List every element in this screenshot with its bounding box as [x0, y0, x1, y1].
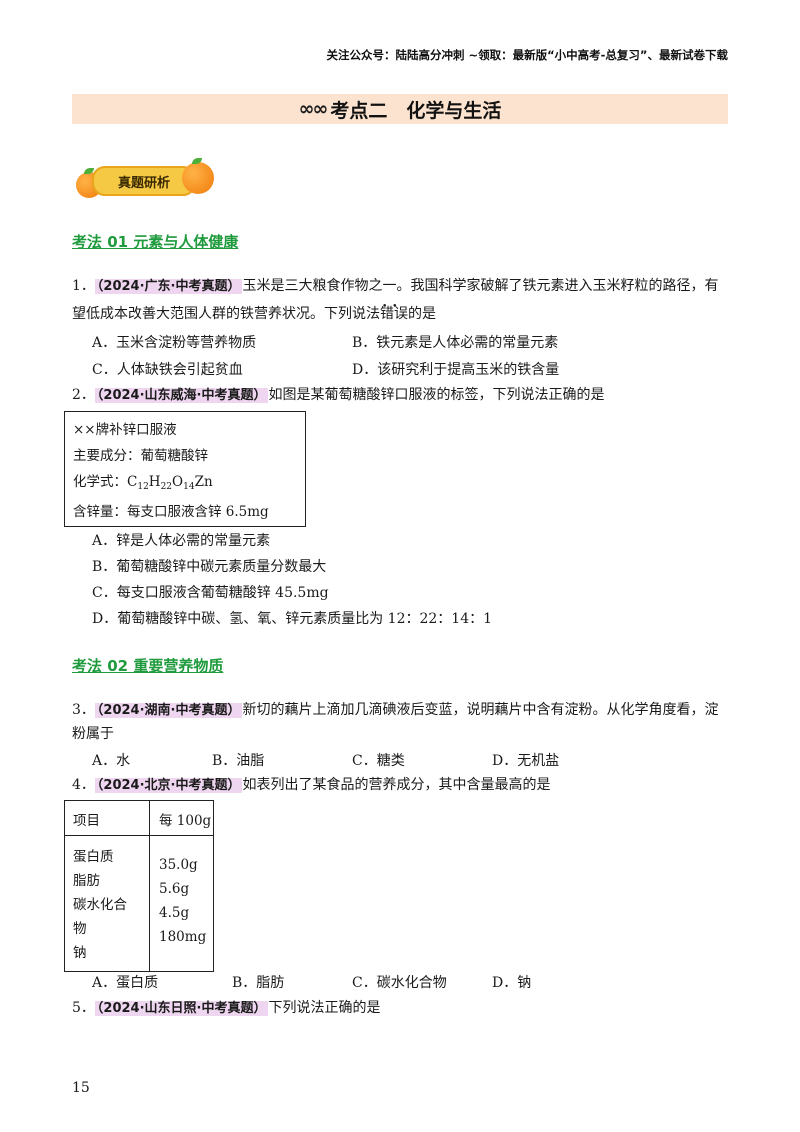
option-a: A．玉米含淀粉等营养物质: [92, 335, 257, 351]
table-divider: [65, 835, 213, 836]
option-b: B．葡萄糖酸锌中碳元素质量分数最大: [92, 559, 327, 575]
section-badge: 真题研析: [74, 158, 214, 200]
page-number: 15: [72, 1080, 90, 1096]
formula-subscript: 22: [160, 482, 173, 492]
table-row-label: 碳水化合: [73, 897, 127, 913]
formula-subscript: 14: [183, 482, 195, 492]
table-row-label: 物: [73, 921, 87, 937]
question-number: 5．: [72, 1000, 95, 1016]
leaf-icon: [192, 158, 202, 164]
table-divider: [149, 801, 150, 971]
question-1-line-1: 1．（2024·广东·中考真题）玉米是三大粮食作物之一。我国科学家破解了铁元素进…: [72, 276, 718, 297]
table-header-item: 项目: [73, 813, 100, 829]
section-heading-2: 考法 02 重要营养物质: [72, 657, 224, 675]
product-label-box: ××牌补锌口服液 主要成分：葡萄糖酸锌 化学式：C12H22O14Zn 含锌量：…: [64, 411, 306, 527]
question-3-line-1: 3．（2024·湖南·中考真题）新切的藕片上滴加几滴碘液后变蓝，说明藕片中含有淀…: [72, 700, 718, 721]
option-c: C．碳水化合物: [352, 975, 447, 991]
option-b: B．铁元素是人体必需的常量元素: [352, 335, 559, 351]
option-c: C．每支口服液含葡萄糖酸锌 45.5mg: [92, 585, 329, 601]
formula-subscript: 12: [137, 482, 149, 492]
question-1-line-2: 望低成本改善大范围人群的铁营养状况。下列说法错误的是: [72, 304, 436, 324]
orange-right-icon: [182, 162, 214, 194]
question-number: 1．: [72, 278, 95, 294]
question-text: 如图是某葡萄糖酸锌口服液的标签，下列说法正确的是: [268, 387, 605, 403]
table-row-label: 脂肪: [73, 873, 100, 889]
question-text: 的是: [408, 306, 436, 322]
option-a: A．蛋白质: [92, 975, 159, 991]
question-source: （2024·山东日照·中考真题）: [94, 1001, 269, 1016]
rings-icon: ∞∞: [298, 98, 329, 120]
table-row-label: 钠: [73, 945, 87, 961]
option-c: C．糖类: [352, 753, 405, 769]
question-number: 3．: [72, 702, 95, 718]
question-text: 如表列出了某食品的营养成分，其中含量最高的是: [242, 777, 551, 793]
question-text: 望低成本改善大范围人群的铁营养状况。下列说法: [72, 306, 380, 322]
question-text: 玉米是三大粮食作物之一。我国科学家破解了铁元素进入玉米籽粒的路径，有: [242, 278, 719, 294]
option-d: D．该研究利于提高玉米的铁含量: [352, 362, 560, 378]
table-row-label: 蛋白质: [73, 849, 114, 865]
question-5-line-1: 5．（2024·山东日照·中考真题）下列说法正确的是: [72, 998, 380, 1019]
label-line-4: 含锌量：每支口服液含锌 6.5mg: [73, 504, 269, 520]
section-heading-1: 考法 01 元素与人体健康: [72, 233, 239, 251]
option-c: C．人体缺铁会引起贫血: [92, 362, 243, 378]
question-text: 新切的藕片上滴加几滴碘液后变蓝，说明藕片中含有淀粉。从化学角度看，淀: [242, 702, 719, 718]
chemical-formula: C12H22O14Zn: [127, 474, 213, 492]
question-source: （2024·北京·中考真题）: [94, 778, 243, 793]
question-text: 下列说法正确的是: [268, 1000, 381, 1016]
nutrition-table: 项目 每 100g 蛋白质 脂肪 碳水化合 物 钠 35.0g 5.6g 4.5…: [64, 800, 214, 972]
question-4-line-1: 4．（2024·北京·中考真题）如表列出了某食品的营养成分，其中含量最高的是: [72, 775, 550, 796]
question-number: 4．: [72, 777, 95, 793]
option-d: D．钠: [492, 975, 532, 991]
page-title: 考点二 化学与生活: [330, 99, 502, 122]
formula-element: Zn: [194, 474, 213, 490]
question-number: 2．: [72, 387, 95, 403]
label-line-2: 主要成分：葡萄糖酸锌: [73, 448, 208, 464]
badge-label: 真题研析: [117, 175, 170, 191]
label-formula-prefix: 化学式：: [73, 474, 127, 490]
option-b: B．油脂: [212, 753, 265, 769]
option-a: A．锌是人体必需的常量元素: [92, 533, 271, 549]
emphasis-text: 错误: [380, 306, 408, 322]
leaf-icon: [84, 168, 94, 174]
option-d: D．无机盐: [492, 753, 560, 769]
option-d: D．葡萄糖酸锌中碳、氢、氧、锌元素质量比为 12：22：14：1: [92, 611, 493, 627]
badge-pill: 真题研析: [92, 166, 196, 196]
table-value: 5.6g: [159, 881, 190, 897]
formula-element: C: [127, 474, 138, 490]
label-line-1: ××牌补锌口服液: [73, 422, 177, 438]
page-title-bar: ∞∞ 考点二 化学与生活: [72, 94, 728, 124]
table-value: 35.0g: [159, 857, 198, 873]
option-a: A．水: [92, 753, 131, 769]
table-value: 4.5g: [159, 905, 190, 921]
question-source: （2024·山东威海·中考真题）: [94, 388, 269, 403]
question-source: （2024·广东·中考真题）: [94, 279, 243, 294]
header-note: 关注公众号：陆陆高分冲刺 ~领取：最新版“小中高考-总复习”、最新试卷下载: [326, 48, 728, 62]
label-line-3: 化学式：C12H22O14Zn: [73, 470, 213, 492]
option-b: B．脂肪: [232, 975, 285, 991]
question-3-line-2: 粉属于: [72, 726, 114, 742]
table-value: 180mg: [159, 929, 207, 945]
table-header-per100g: 每 100g: [159, 813, 212, 829]
question-2-line-1: 2．（2024·山东威海·中考真题）如图是某葡萄糖酸锌口服液的标签，下列说法正确…: [72, 385, 604, 406]
formula-element: H: [148, 474, 161, 490]
question-source: （2024·湖南·中考真题）: [94, 703, 243, 718]
formula-element: O: [172, 474, 184, 490]
